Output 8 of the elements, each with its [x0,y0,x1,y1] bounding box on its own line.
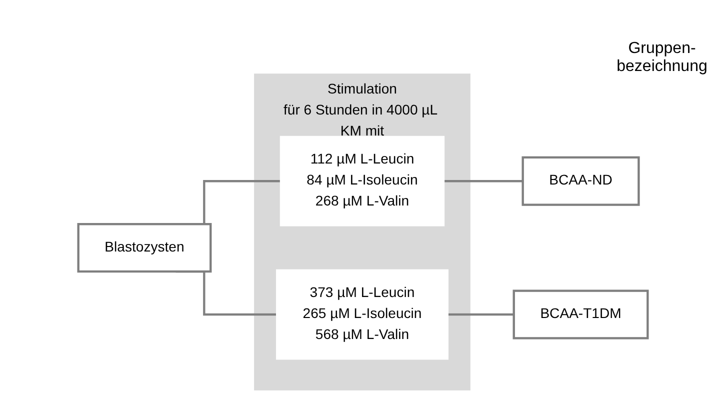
connector [444,180,522,182]
connector [448,312,514,316]
node-box: 112 µM L-Leucin 84 µM L-Isoleucin 268 µM L-Valin [279,135,444,226]
node-box: BCAA-T1DM [512,289,648,339]
node-box: Blastozysten [76,222,212,272]
node-box: BCAA-ND [521,156,640,206]
node-box: 373 µM L-Leucin 265 µM L-Isoleucin 568 µM L-Valin [276,268,448,360]
column-heading: Gruppen- bezeichnung [616,40,708,76]
